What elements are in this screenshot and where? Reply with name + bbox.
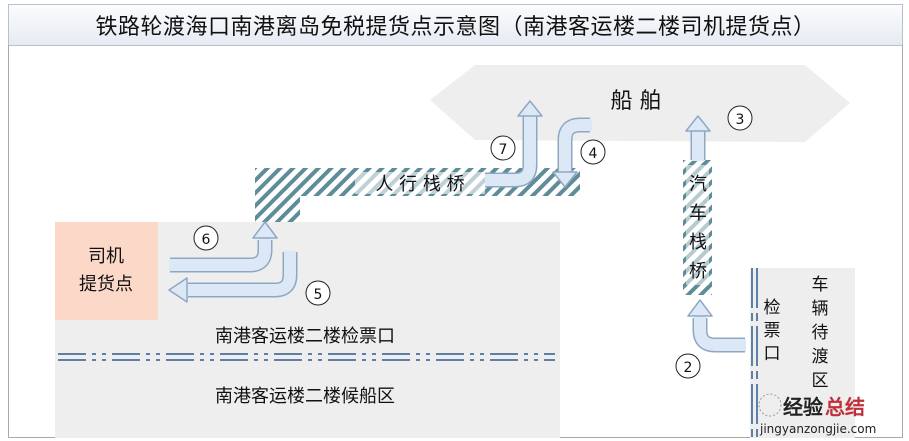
pickup-point-label-2: 提货点 xyxy=(79,274,133,295)
divider-dashed-line xyxy=(58,353,555,361)
vehicle-bridge-char: 栈 xyxy=(689,232,707,253)
watermark-logo-icon xyxy=(758,393,782,417)
svg-text:3: 3 xyxy=(736,112,745,128)
svg-text:4: 4 xyxy=(589,146,598,162)
pickup-point-box xyxy=(55,222,158,320)
vehicle-waiting-char: 待 xyxy=(812,323,829,343)
ship-label: 船 舶 xyxy=(611,89,662,114)
diagram-title: 铁路轮渡海口南港离岛免税提货点示意图（南港客运楼二楼司机提货点） xyxy=(8,4,903,46)
vehicle-bridge-char: 车 xyxy=(689,203,707,224)
svg-text:6: 6 xyxy=(202,232,211,248)
vehicle-bridge-char: 桥 xyxy=(689,261,707,282)
vehicle-ticket-gate-char: 票 xyxy=(764,321,781,341)
vehicle-waiting-char: 渡 xyxy=(812,347,829,367)
step-5: 5 xyxy=(305,280,331,306)
svg-text:jingyanzongjie.com: jingyanzongjie.com xyxy=(759,422,876,436)
vehicle-waiting-char: 区 xyxy=(812,371,829,391)
step-2: 2 xyxy=(675,353,701,379)
pickup-point-label-1: 司机 xyxy=(88,246,124,267)
ticket-gate-2f-label: 南港客运楼二楼检票口 xyxy=(215,326,395,347)
vehicle-bridge-char: 汽 xyxy=(689,174,707,195)
vehicle-waiting-area xyxy=(750,268,855,438)
svg-text:2: 2 xyxy=(684,360,693,376)
svg-text:5: 5 xyxy=(314,287,323,303)
vehicle-ticket-gate-char: 口 xyxy=(764,344,781,364)
step-3: 3 xyxy=(727,105,753,131)
step-6: 6 xyxy=(193,225,219,251)
vehicle-ticket-gate-char: 检 xyxy=(764,298,781,318)
pedestrian-bridge-label: 人 行 栈 桥 xyxy=(375,174,464,195)
watermark: 经验 总结 jingyanzongjie.com xyxy=(758,393,876,436)
step-7: 7 xyxy=(490,135,516,161)
svg-text:7: 7 xyxy=(499,142,508,158)
waiting-area-2f-label: 南港客运楼二楼候船区 xyxy=(215,386,395,407)
svg-text:总结: 总结 xyxy=(825,395,865,419)
flow-arrows xyxy=(168,100,746,353)
vehicle-ticket-gate-line xyxy=(751,268,758,438)
svg-text:经验: 经验 xyxy=(783,395,823,419)
vehicle-waiting-char: 车 xyxy=(812,275,829,295)
vehicle-waiting-char: 辆 xyxy=(812,299,829,319)
step-4: 4 xyxy=(580,139,606,165)
